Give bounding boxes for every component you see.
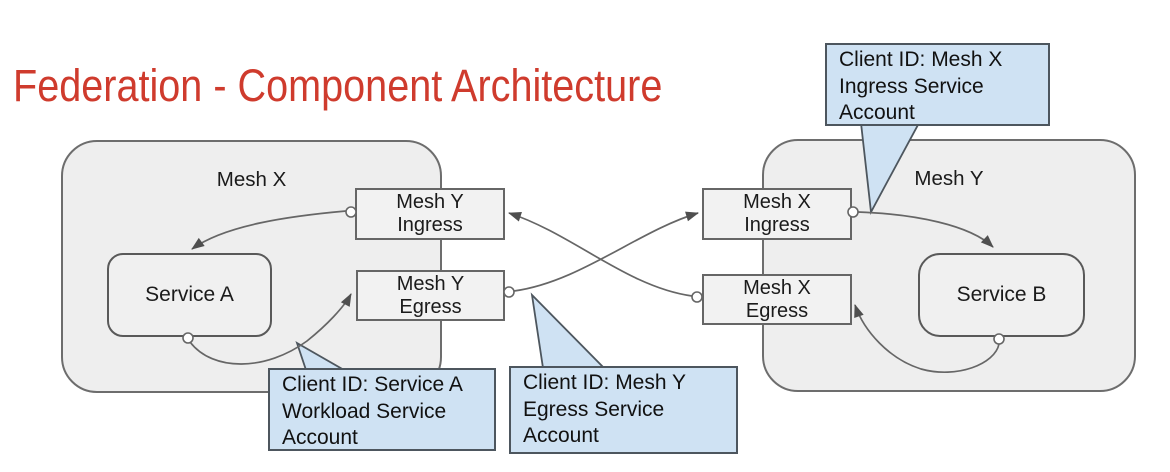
mesh-x-ingress-label-line1: Mesh X xyxy=(743,191,811,213)
service-a-label: Service A xyxy=(145,283,234,306)
mesh-x-label: Mesh X xyxy=(216,168,287,191)
callout-mesh-y-egress-pointer xyxy=(530,292,607,369)
endpoint-mesh-x-egress-left xyxy=(691,291,703,303)
service-b-label: Service B xyxy=(956,283,1047,306)
callout-service-a-line1: Client ID: Service A xyxy=(282,373,463,396)
arrow-mesh-y-ingress-to-service-a xyxy=(191,210,347,250)
callout-mesh-x-ingress-line2: Ingress Service xyxy=(839,74,984,98)
mesh-x-ingress-node: Mesh X Ingress xyxy=(702,188,852,240)
slide-title: Federation - Component Architecture xyxy=(13,60,663,111)
endpoint-mesh-y-egress-right xyxy=(503,286,515,298)
endpoint-service-a-bottom xyxy=(182,332,194,344)
mesh-y-egress-label-line1: Mesh Y xyxy=(396,272,465,295)
service-b-node: Service B xyxy=(918,253,1085,337)
mesh-x-egress-node: Mesh X Egress xyxy=(702,274,852,325)
callout-service-a-pointer xyxy=(295,341,348,371)
endpoint-mesh-y-ingress-left xyxy=(345,206,357,218)
mesh-x-ingress-label-line2: Ingress xyxy=(744,214,810,236)
arrow-service-b-to-mesh-x-egress xyxy=(854,304,1000,374)
callout-mesh-y-egress-line2: Egress Service xyxy=(523,397,665,421)
mesh-y-ingress-label-line2: Ingress xyxy=(397,214,463,236)
callout-mesh-y-egress-line1: Client ID: Mesh Y xyxy=(523,371,687,394)
service-a-node: Service A xyxy=(107,253,272,337)
arrow-mesh-x-ingress-to-service-b xyxy=(857,211,994,248)
callout-service-a: Client ID: Service A Workload Service Ac… xyxy=(268,368,496,451)
callout-service-a-line3: Account xyxy=(282,426,358,449)
callout-mesh-x-ingress-pointer xyxy=(859,122,921,215)
mesh-x-egress-label-line2: Egress xyxy=(745,299,809,322)
arrow-service-a-to-mesh-y-egress xyxy=(189,293,352,365)
endpoint-service-b-bottom xyxy=(993,333,1005,345)
arrow-mesh-x-egress-to-mesh-y-ingress xyxy=(508,211,693,297)
callout-mesh-x-ingress: Client ID: Mesh X Ingress Service Accoun… xyxy=(825,43,1050,126)
mesh-y-label: Mesh Y xyxy=(914,167,984,190)
mesh-y-egress-node: Mesh Y Egress xyxy=(356,270,505,321)
callout-mesh-y-egress-line3: Account xyxy=(523,424,599,447)
callout-mesh-x-ingress-line3: Account xyxy=(839,101,915,124)
callout-mesh-x-ingress-line1: Client ID: Mesh X xyxy=(839,48,1003,71)
mesh-x-egress-label-line1: Mesh X xyxy=(743,276,811,299)
callout-mesh-y-egress: Client ID: Mesh Y Egress Service Account xyxy=(509,366,738,454)
arrow-mesh-y-egress-to-mesh-x-ingress xyxy=(513,211,699,292)
mesh-y-ingress-label-line1: Mesh Y xyxy=(396,191,464,213)
endpoint-mesh-x-ingress-right xyxy=(847,206,859,218)
mesh-y-egress-label-line2: Egress xyxy=(399,295,462,318)
callout-service-a-line2: Workload Service xyxy=(282,399,447,423)
mesh-y-ingress-node: Mesh Y Ingress xyxy=(355,188,505,240)
